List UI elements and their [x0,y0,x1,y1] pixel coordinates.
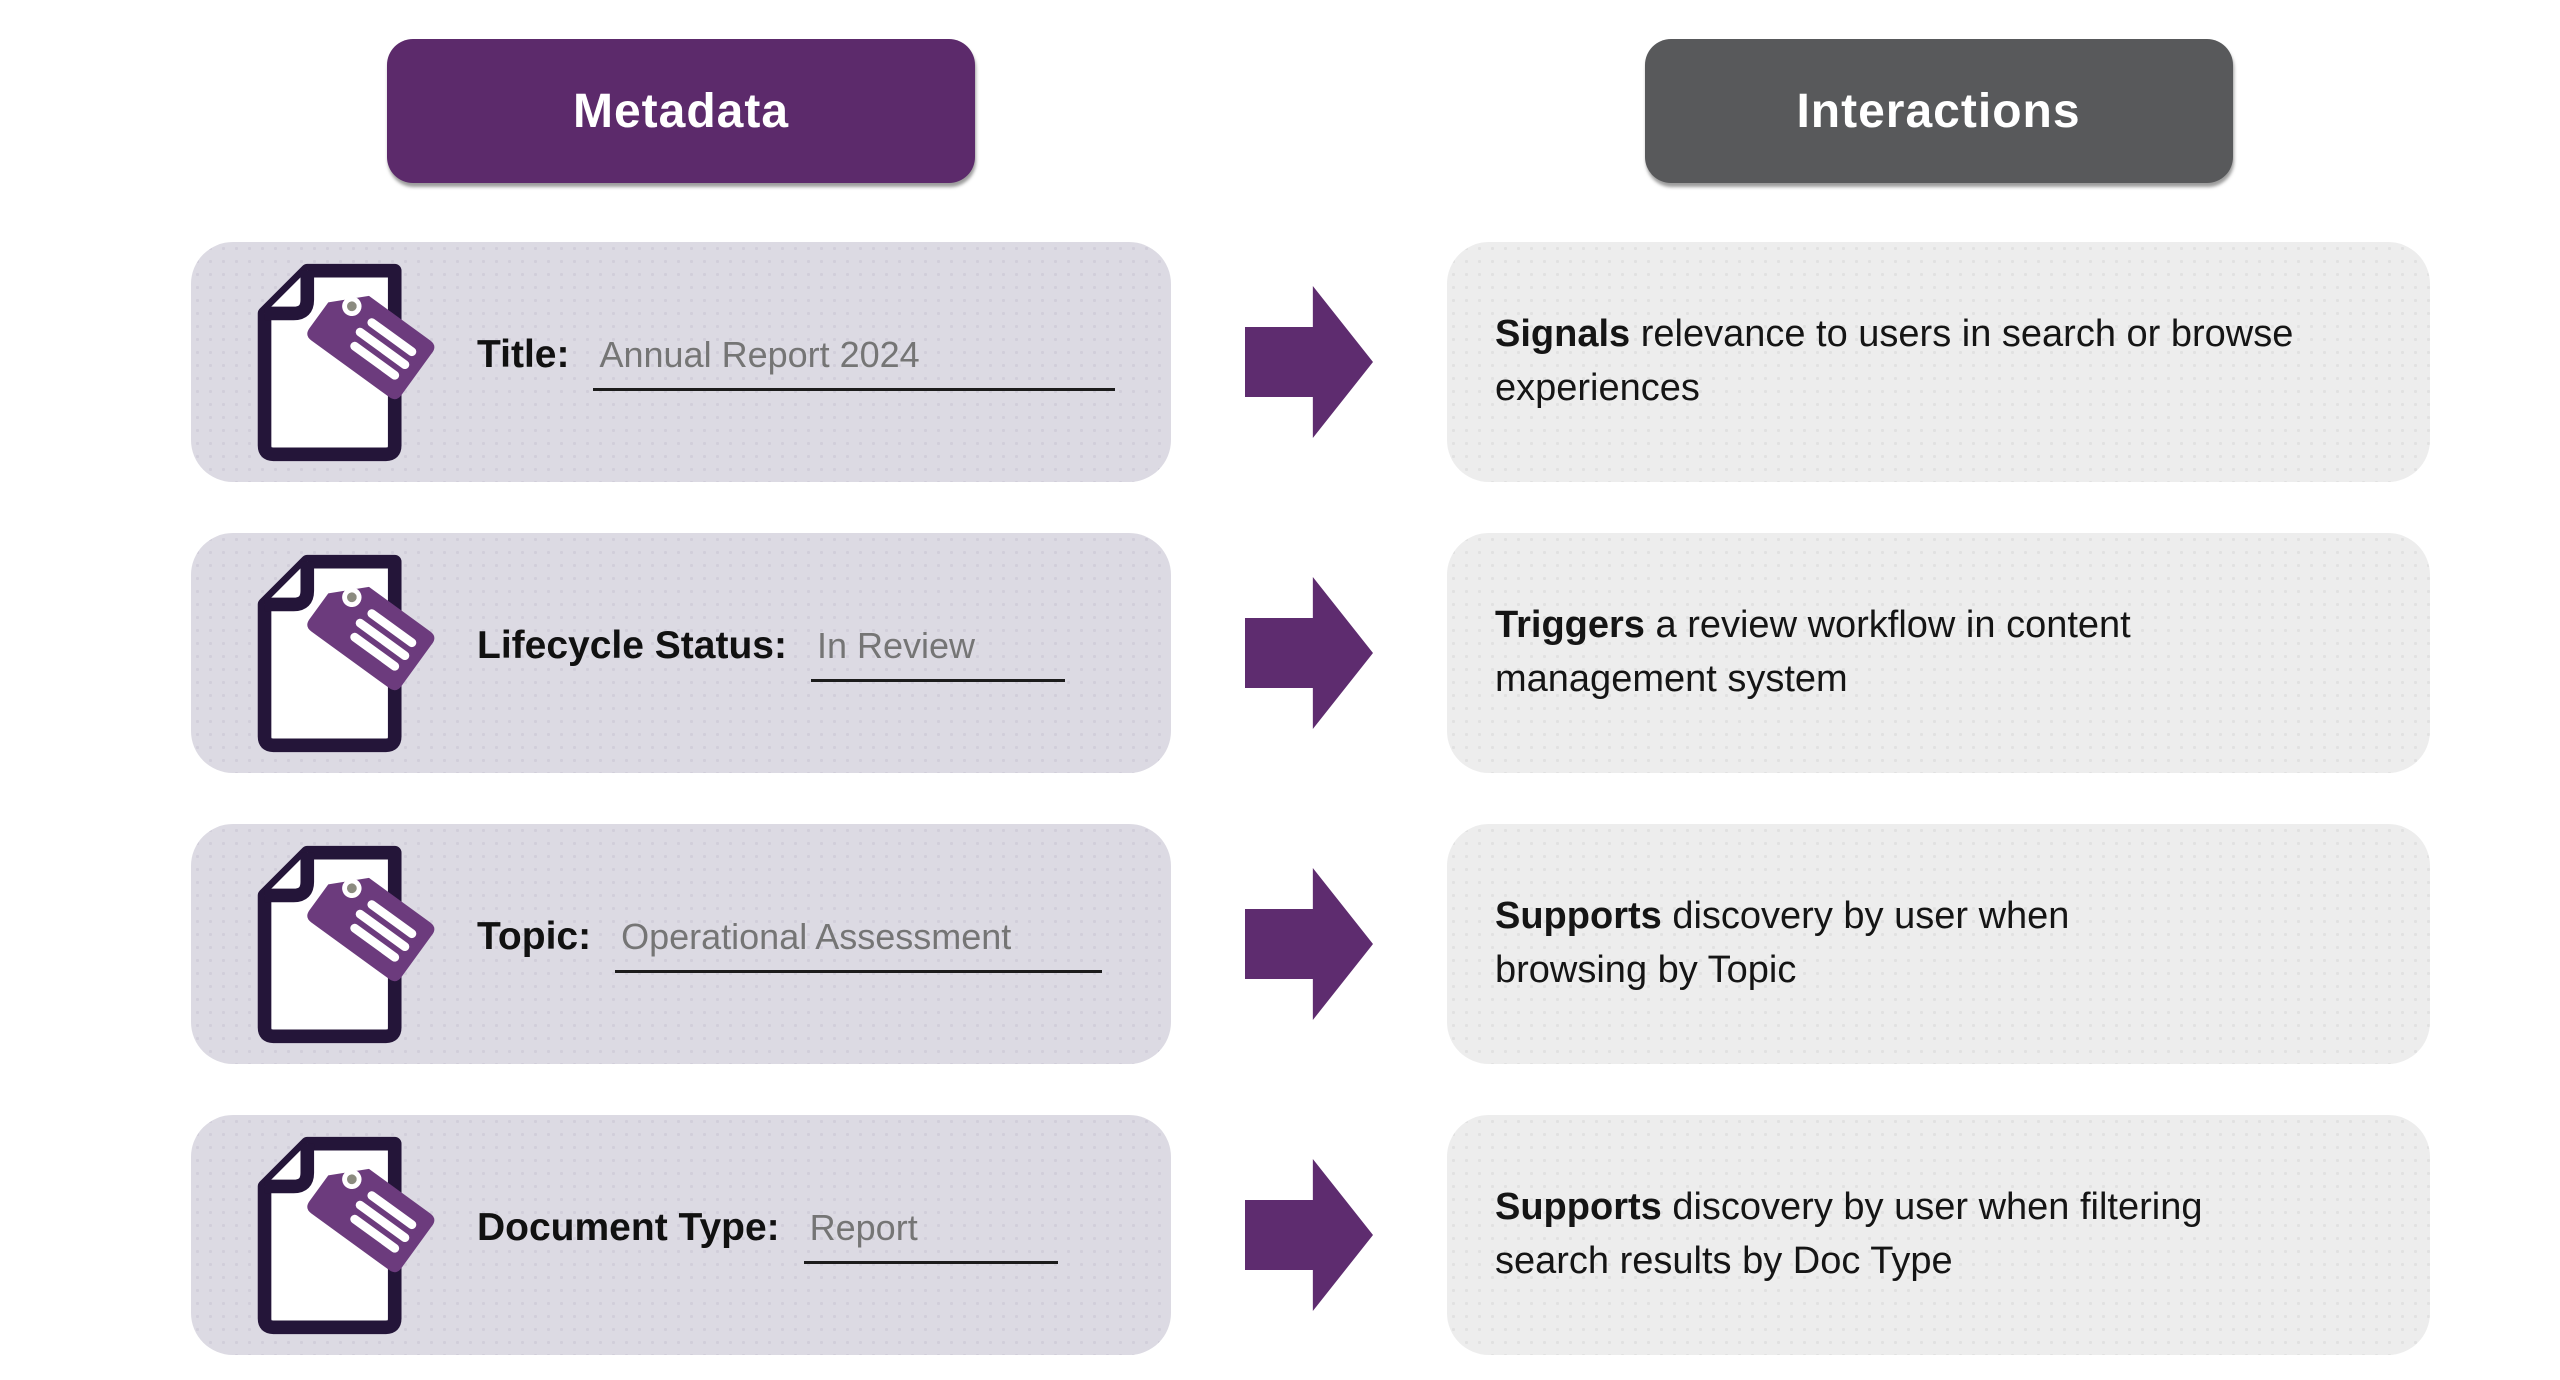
diagram-row-title: Title: Annual Report 2024 Signals releva… [191,242,2430,482]
field-label: Title: [477,333,570,376]
metadata-card-document-type: Document Type: Report [191,1115,1171,1355]
metadata-field: Lifecycle Status: In Review [477,624,1065,682]
interaction-detail: discovery by user when filtering search … [1495,1186,2203,1282]
interaction-text: Signals relevance to users in search or … [1495,308,2340,416]
document-tag-icon [257,845,435,1044]
document-tag-icon [257,1136,435,1335]
metadata-card-topic: Topic: Operational Assessment [191,824,1171,1064]
interaction-card: Supports discovery by user when filterin… [1447,1115,2430,1355]
interaction-keyword: Supports [1495,895,1662,938]
field-label: Topic: [477,915,592,958]
right-arrow-icon [1245,1159,1373,1311]
interaction-text: Triggers a review workflow in content ma… [1495,599,2315,707]
interaction-keyword: Supports [1495,1186,1662,1229]
metadata-field: Document Type: Report [477,1206,1058,1264]
right-arrow-icon [1245,577,1373,729]
field-value: Annual Report 2024 [593,334,1116,391]
document-tag-icon [257,554,435,753]
diagram-row-lifecycle-status: Lifecycle Status: In Review Triggers a r… [191,533,2430,773]
field-label: Document Type: [477,1206,780,1249]
document-tag-icon [257,263,435,462]
interactions-header-badge: Interactions [1644,39,2233,183]
interactions-column-header-cell: Interactions [1447,39,2430,183]
interaction-card: Supports discovery by user when browsing… [1447,824,2430,1064]
right-arrow-icon [1245,286,1373,438]
metadata-header-badge: Metadata [387,39,975,183]
header-spacer [1171,39,1447,183]
metadata-card-title: Title: Annual Report 2024 [191,242,1171,482]
interaction-card: Signals relevance to users in search or … [1447,242,2430,482]
diagram-rows: Title: Annual Report 2024 Signals releva… [191,242,2430,1355]
arrow-cell [1171,242,1447,482]
field-value: In Review [810,625,1065,682]
arrow-cell [1171,1115,1447,1355]
metadata-field: Title: Annual Report 2024 [477,333,1116,391]
interaction-detail: relevance to users in search or browse e… [1495,313,2294,409]
interaction-card: Triggers a review workflow in content ma… [1447,533,2430,773]
metadata-column-header-cell: Metadata [191,39,1171,183]
field-value: Report [803,1207,1058,1264]
interaction-keyword: Triggers [1495,604,1645,647]
field-value: Operational Assessment [615,916,1103,973]
metadata-field: Topic: Operational Assessment [477,915,1103,973]
right-arrow-icon [1245,868,1373,1020]
arrow-cell [1171,824,1447,1064]
interaction-text: Supports discovery by user when filterin… [1495,1181,2225,1289]
interaction-detail: discovery by user when browsing by Topic [1495,895,2070,991]
interaction-keyword: Signals [1495,313,1631,356]
diagram-row-document-type: Document Type: Report Supports discovery… [191,1115,2430,1355]
field-label: Lifecycle Status: [477,624,787,667]
arrow-cell [1171,533,1447,773]
interaction-text: Supports discovery by user when browsing… [1495,890,2175,998]
header-row: Metadata Interactions [191,39,2430,183]
metadata-card-lifecycle-status: Lifecycle Status: In Review [191,533,1171,773]
interaction-detail: a review workflow in content management … [1495,604,2131,700]
diagram-row-topic: Topic: Operational Assessment Supports d… [191,824,2430,1064]
